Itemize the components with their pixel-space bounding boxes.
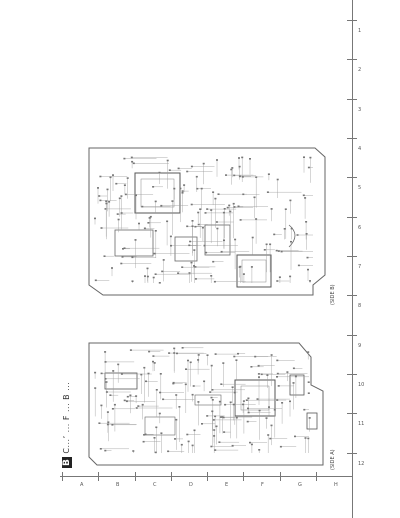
- pcb-board-b-diagram: [88, 147, 326, 296]
- grid-col-tick: [279, 472, 281, 481]
- grid-col-tick: [207, 472, 208, 481]
- grid-col-label: C: [153, 482, 157, 488]
- section-title: B C...’ ... F ... B ...: [62, 382, 72, 468]
- grid-row-label: 3: [358, 107, 362, 113]
- grid-col-label: H: [334, 482, 338, 488]
- grid-col-label: G: [298, 482, 302, 488]
- frame-bottom-border: [60, 476, 352, 477]
- grid-row-tick: [347, 453, 357, 454]
- grid-row-tick: [347, 335, 357, 336]
- grid-row-label: 1: [358, 28, 362, 34]
- grid-row-label: 5: [358, 185, 362, 191]
- grid-col-tick: [62, 472, 63, 481]
- grid-row-tick: [347, 217, 357, 218]
- grid-col-label: E: [225, 482, 229, 488]
- pcb-board-a-diagram: [88, 342, 324, 466]
- board-b-ic-secondary: [236, 254, 272, 288]
- section-title-text: C...’ ... F ... B ...: [62, 381, 71, 454]
- grid-row-tick: [347, 413, 357, 414]
- grid-col-tick: [315, 472, 317, 481]
- grid-row-label: 12: [358, 461, 365, 467]
- grid-row-tick: [347, 177, 357, 178]
- grid-row-label: 9: [358, 343, 362, 349]
- grid-col-label: A: [80, 482, 84, 488]
- grid-col-tick: [98, 472, 100, 481]
- board-b-ic-third: [114, 229, 154, 257]
- grid-row-label: 8: [358, 303, 362, 309]
- grid-row-tick: [347, 256, 357, 257]
- grid-row-tick: [347, 59, 357, 60]
- grid-row-tick: [347, 374, 357, 375]
- grid-row-tick: [347, 20, 357, 21]
- grid-row-tick: [347, 138, 357, 139]
- grid-row-label: 2: [358, 67, 362, 73]
- board-a-outline: [88, 342, 324, 466]
- grid-col-tick: [243, 472, 245, 481]
- board-a-connector: [104, 372, 138, 390]
- grid-row-label: 4: [358, 146, 362, 152]
- frame-right-border: [352, 0, 353, 518]
- board-b-outline: [88, 147, 326, 296]
- grid-row-tick: [347, 99, 357, 100]
- grid-col-label: B: [116, 482, 120, 488]
- board-b-ic-main: [134, 172, 181, 214]
- grid-row-label: 10: [358, 382, 365, 388]
- board-b-label: (SIDE B): [330, 284, 336, 305]
- grid-row-label: 11: [358, 421, 365, 427]
- grid-row-label: 6: [358, 225, 362, 231]
- grid-row-label: 7: [358, 264, 362, 270]
- board-a-label: (SIDE A): [330, 449, 336, 470]
- grid-col-tick: [170, 472, 172, 481]
- grid-col-tick: [134, 472, 136, 481]
- grid-col-label: F: [261, 482, 264, 488]
- section-badge: B: [62, 456, 72, 468]
- grid-col-label: D: [189, 482, 193, 488]
- grid-row-tick: [347, 295, 357, 296]
